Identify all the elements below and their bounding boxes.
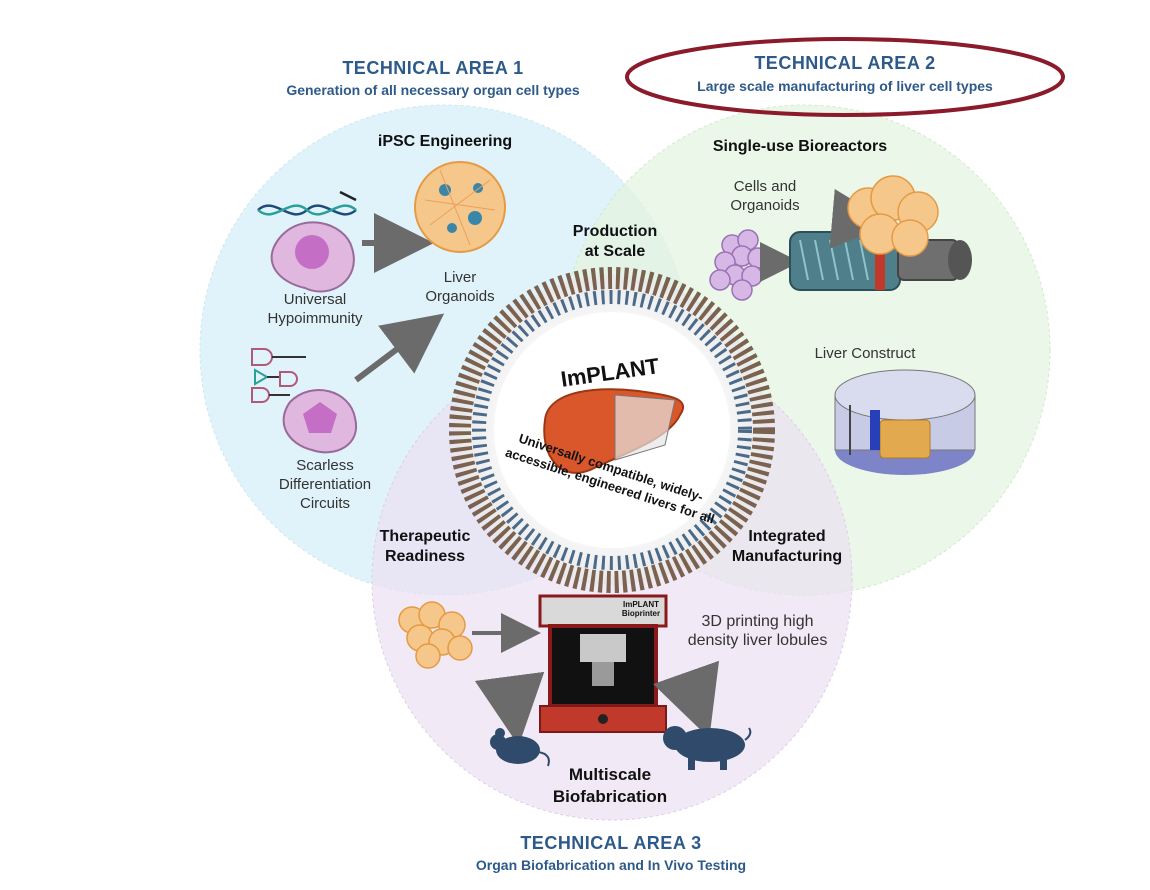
ta1-title: TECHNICAL AREA 1: [342, 58, 524, 78]
section-multiscale-biofabrication: Multiscale Biofabrication: [552, 765, 668, 806]
mouse-icon: [490, 728, 550, 767]
hypoimmune-cell-icon: [270, 221, 355, 293]
bioprinter-icon: [538, 594, 668, 733]
dna-icon: [257, 190, 357, 216]
section-single-use-bioreactors: Single-use Bioreactors: [712, 138, 888, 155]
organoid-cluster-icon: [847, 175, 939, 257]
printer-cell-cluster-icon: [398, 601, 473, 669]
liver-organ-icon: [543, 388, 684, 474]
arrow-printer-to-pig: [653, 660, 719, 739]
section-production-at-scale: Production at Scale: [572, 223, 658, 260]
section-ipsc-engineering: iPSC Engineering: [377, 133, 513, 150]
liver-organoid-icon: [414, 161, 506, 253]
label-scarless-circuits: Scarless Differentiation Circuits: [278, 457, 372, 512]
ta3-title: TECHNICAL AREA 3: [520, 833, 702, 853]
cell-cluster-icon: [709, 229, 769, 301]
label-universal-hypoimmunity: Universal Hypoimmunity: [267, 291, 363, 327]
label-cells-and-organoids: Cells and Organoids: [730, 178, 800, 214]
section-therapeutic-readiness: Therapeutic Readiness: [379, 528, 471, 565]
differentiation-cell-icon: [282, 389, 358, 454]
section-integrated-manufacturing: Integrated Manufacturing: [731, 528, 843, 565]
arrow-printer-to-mouse: [474, 671, 545, 746]
arrow-circuits-to-organoids: [354, 313, 445, 383]
highlight-ellipse: [625, 37, 1065, 117]
liver-construct-icon: [834, 369, 976, 475]
label-liver-organoids: Liver Organoids: [425, 269, 495, 305]
label-liver-construct: Liver Construct: [814, 345, 916, 362]
ta2-title: TECHNICAL AREA 2: [754, 53, 936, 73]
label-3d-printing: 3D printing high density liver lobules: [687, 613, 828, 649]
circuit-icon: [251, 348, 306, 403]
bioprinter-brand-label: ImPLANT Bioprinter: [621, 600, 661, 618]
ta1-subtitle: Generation of all necessary organ cell t…: [286, 82, 580, 98]
ta2-subtitle: Large scale manufacturing of liver cell …: [697, 78, 993, 94]
pig-icon: [663, 726, 752, 770]
ta3-subtitle: Organ Biofabrication and In Vivo Testing: [475, 857, 747, 873]
